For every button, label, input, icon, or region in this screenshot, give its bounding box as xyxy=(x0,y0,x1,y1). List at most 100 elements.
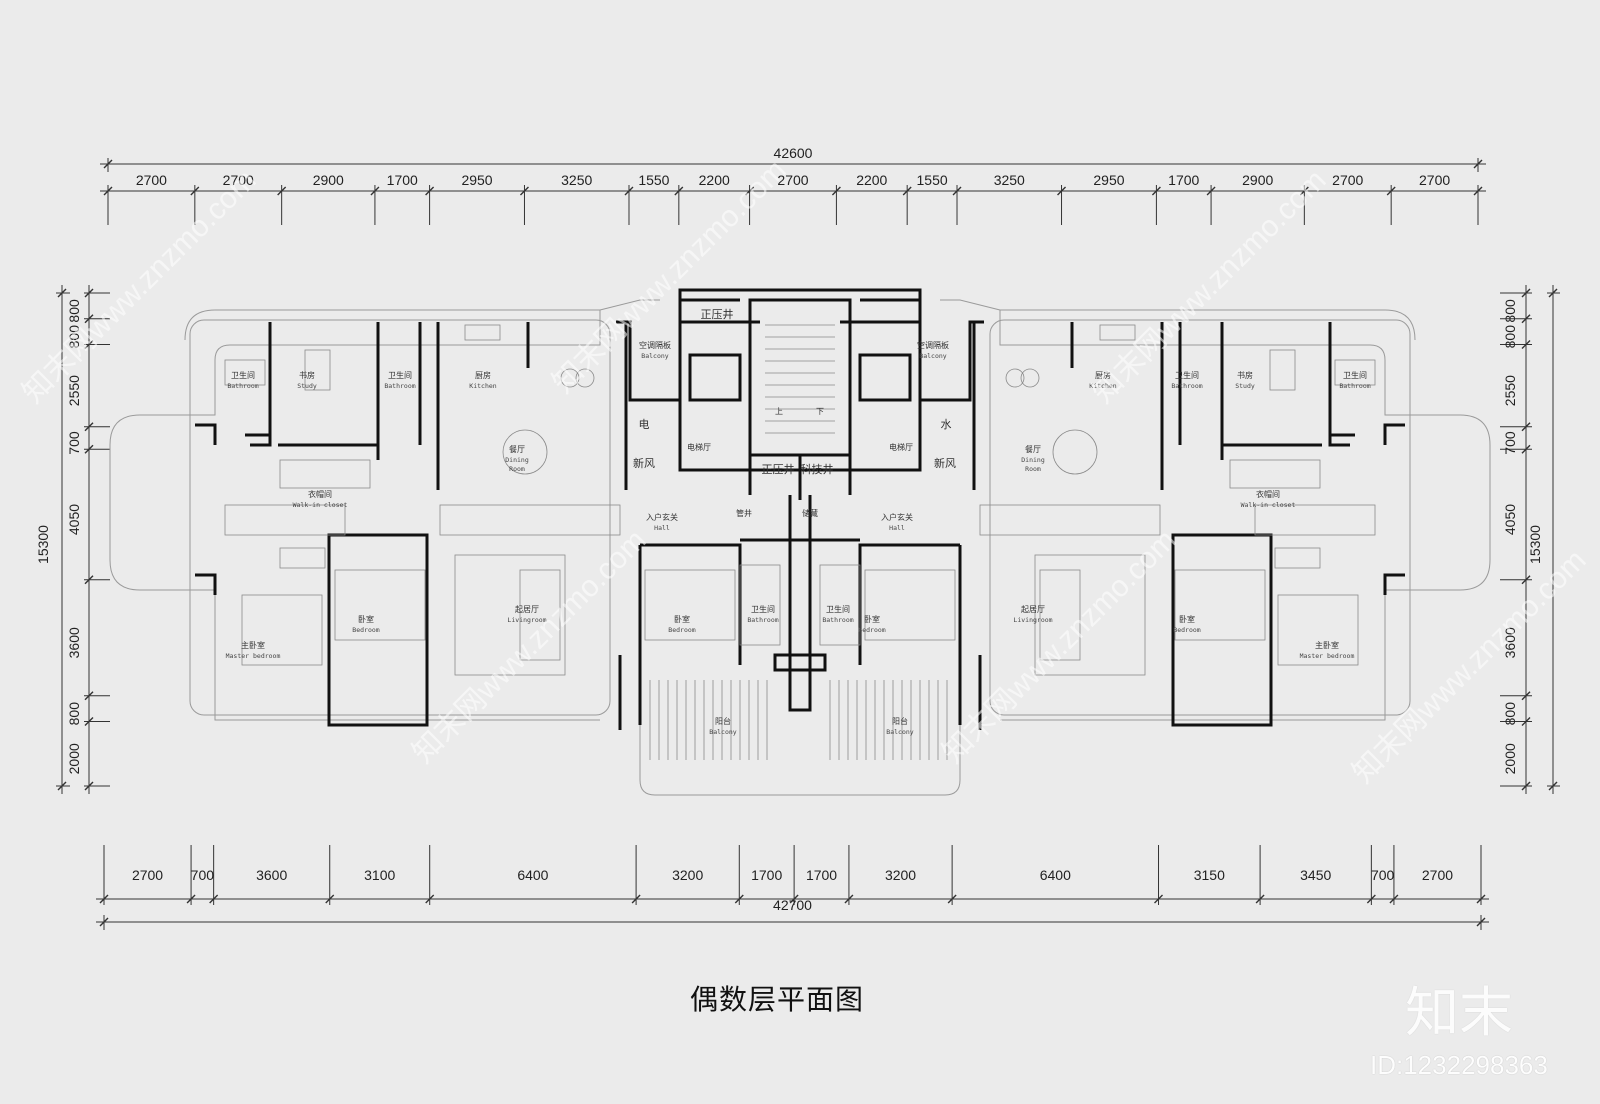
furniture xyxy=(819,564,861,646)
dimension-label: 1550 xyxy=(638,172,669,188)
dimension-tick xyxy=(186,894,196,904)
dimension-tick xyxy=(902,186,912,196)
dimension-label: 2950 xyxy=(1093,172,1124,188)
dimension-tick xyxy=(1151,186,1161,196)
room-name: 起居厅 xyxy=(1021,605,1045,614)
site-logo: 知末 xyxy=(1405,981,1513,1044)
room-name-en: Walk-in closet xyxy=(293,501,348,509)
dimension-tick xyxy=(1476,894,1486,904)
room-name-en: Master bedroom xyxy=(226,652,281,660)
dimension-tick xyxy=(370,186,380,196)
core-label: 水 xyxy=(941,418,952,431)
dimension-label: 700 xyxy=(1371,867,1395,883)
furniture xyxy=(454,554,566,676)
room-name: 卫生间 xyxy=(1175,370,1199,380)
room-name-en: Livingroom xyxy=(507,616,546,624)
room-name: 卫生间 xyxy=(231,370,255,380)
dimension-tick xyxy=(1521,422,1531,432)
room-name: 阳台 xyxy=(715,716,731,726)
wall-segment xyxy=(1220,443,1322,460)
dimension-tick xyxy=(84,781,94,791)
dimension-tick xyxy=(84,340,94,350)
room-name-en: Hall xyxy=(654,524,670,532)
room-name-en: Study xyxy=(1235,382,1255,390)
dimension-label: 800 xyxy=(66,702,82,726)
dimension-label: 2550 xyxy=(1502,375,1518,406)
dimension-label: 700 xyxy=(1502,431,1518,455)
room-name: 书房 xyxy=(299,370,315,380)
dimension-label: 3200 xyxy=(885,867,916,883)
core-wall xyxy=(748,455,852,495)
dimension-label: 6400 xyxy=(517,867,548,883)
dimension-label: 2700 xyxy=(223,172,254,188)
dimension-tick xyxy=(789,894,799,904)
dimension-label: 1550 xyxy=(917,172,948,188)
room-name-en: Balcony xyxy=(641,352,668,360)
dimension-label: 2550 xyxy=(66,375,82,406)
furniture xyxy=(279,547,326,569)
core-label: 储藏 xyxy=(802,508,818,518)
room-name: 主卧室 xyxy=(1315,640,1339,650)
wall-segment xyxy=(638,543,742,725)
dimension-label: 3600 xyxy=(256,867,287,883)
dimension-tick xyxy=(209,894,219,904)
dimension-tick xyxy=(103,159,113,169)
dimension-tick xyxy=(84,691,94,701)
dimension-texts: 42600 2700 2700 2900 1700 2950 3250 1550 2200 270… xyxy=(35,145,1543,913)
dimension-tick xyxy=(1548,288,1558,298)
dimension-tick xyxy=(631,894,641,904)
room-name: 电梯厅 xyxy=(889,442,913,452)
wall-segment xyxy=(1383,573,1405,595)
dimension-label: 2700 xyxy=(132,867,163,883)
wall-segment xyxy=(195,423,217,445)
dimension-tick xyxy=(1521,444,1531,454)
dimension-label: 4050 xyxy=(1502,504,1518,535)
room-name-en: Balcony xyxy=(709,728,736,736)
dimension-tick xyxy=(745,186,755,196)
room-name: 电梯厅 xyxy=(687,442,711,452)
dimension-tick xyxy=(1521,340,1531,350)
dimension-tick xyxy=(277,186,287,196)
core-wall xyxy=(748,298,852,457)
dimension-label: 1700 xyxy=(1168,172,1199,188)
building-outline xyxy=(109,299,1491,796)
core-label: 电 xyxy=(639,418,650,431)
dimension-label: 4050 xyxy=(66,504,82,535)
dimension-label: 3250 xyxy=(561,172,592,188)
dimension-tick xyxy=(1521,781,1531,791)
room-name: 主卧室 xyxy=(241,640,265,650)
furniture xyxy=(1052,429,1098,475)
core-label: 正压井 xyxy=(762,462,795,476)
image-id: ID:1232298363 xyxy=(1370,1050,1548,1080)
furniture xyxy=(1274,547,1321,569)
room-name: 入户玄关 xyxy=(881,512,913,522)
outline-frame xyxy=(189,319,611,716)
dimension-tick xyxy=(190,186,200,196)
room-name-en: Bedroom xyxy=(858,626,885,634)
dimension-tick xyxy=(99,894,109,904)
room-name: 阳台 xyxy=(892,716,908,726)
furniture xyxy=(224,359,266,386)
dimension-tick xyxy=(1521,314,1531,324)
dimension-tick xyxy=(1386,186,1396,196)
room-name-en: Bathroom xyxy=(1339,382,1370,390)
dimension-tick xyxy=(84,422,94,432)
room-name: 餐厅 xyxy=(1025,445,1041,454)
dimension-label: 2700 xyxy=(1422,867,1453,883)
core-wall xyxy=(788,495,812,712)
room-name-en: Bathroom xyxy=(747,616,778,624)
furniture xyxy=(1020,368,1040,388)
dimension-label: 2900 xyxy=(1242,172,1273,188)
room-name-en: Bedroom xyxy=(668,626,695,634)
wall-segment xyxy=(1171,533,1273,727)
room-name-en: Walk-in closet xyxy=(1241,501,1296,509)
dimension-tick xyxy=(325,894,335,904)
furniture xyxy=(519,569,561,661)
room-name-en: Dining xyxy=(505,456,529,464)
room-name: 卧室 xyxy=(358,614,374,624)
furniture xyxy=(1005,368,1025,388)
dimension-total-label: 42600 xyxy=(774,145,813,161)
dimension-label: 2200 xyxy=(699,172,730,188)
room-name-en: Room xyxy=(509,465,525,473)
